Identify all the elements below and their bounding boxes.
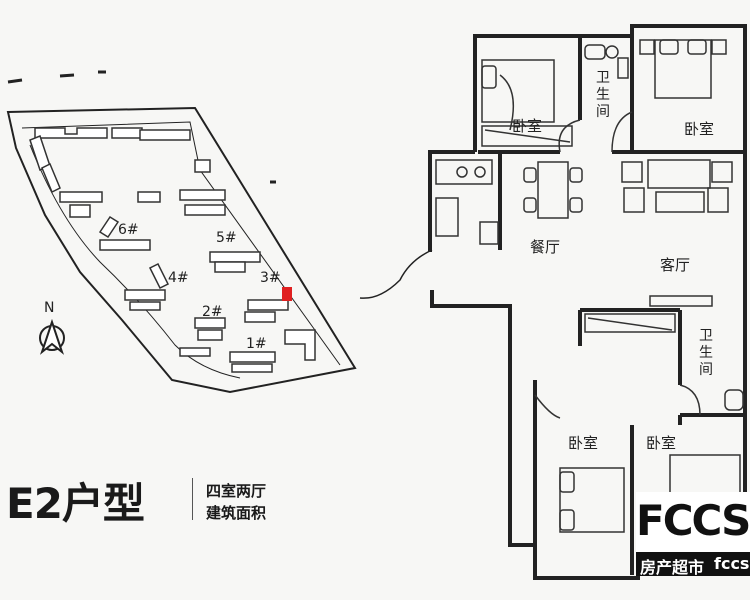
building-label-6: 6# — [118, 222, 139, 238]
building-label-3: 3# — [260, 270, 281, 286]
site-boundary — [6, 106, 357, 394]
entry-path — [359, 249, 433, 299]
north-arrow-icon — [39, 318, 65, 355]
room-label-bedroom-top-left: 卧室 — [512, 117, 543, 135]
title-divider — [192, 478, 193, 520]
building-label-1: 1# — [246, 336, 267, 352]
north-label: N — [44, 300, 55, 316]
fccs-watermark-logo: FCCS 房产超市 fccs — [636, 492, 750, 600]
building-label-2: 2# — [202, 304, 223, 320]
building-label-4: 4# — [168, 270, 189, 286]
unit-subtitle-area: 建筑面积 — [206, 504, 267, 522]
room-label-bedroom-bottom-left: 卧室 — [568, 434, 599, 452]
room-label-bedroom-top-right: 卧室 — [684, 120, 715, 138]
room-label-bathroom-top: 卫生间 — [596, 70, 610, 120]
unit-fixtures — [435, 39, 744, 533]
room-label-bedroom-bottom-right: 卧室 — [646, 434, 677, 452]
unit-walls — [428, 24, 747, 580]
highlighted-building — [282, 287, 292, 301]
unit-title: E2户型 — [6, 479, 145, 528]
site-buildings — [29, 127, 316, 373]
room-label-dining: 餐厅 — [530, 238, 561, 256]
logo-en-text: fccs — [714, 554, 750, 573]
logo-cn-text: 房产超市 — [640, 558, 705, 577]
room-label-living: 客厅 — [660, 256, 691, 274]
room-label-bathroom-right: 卫生间 — [699, 328, 713, 378]
building-label-5: 5# — [216, 230, 237, 246]
site-inner-boundary — [21, 121, 341, 366]
site-inner-road — [29, 144, 241, 379]
logo-word: FCCS — [636, 496, 750, 545]
unit-subtitle-rooms: 四室两厅 — [206, 482, 267, 500]
